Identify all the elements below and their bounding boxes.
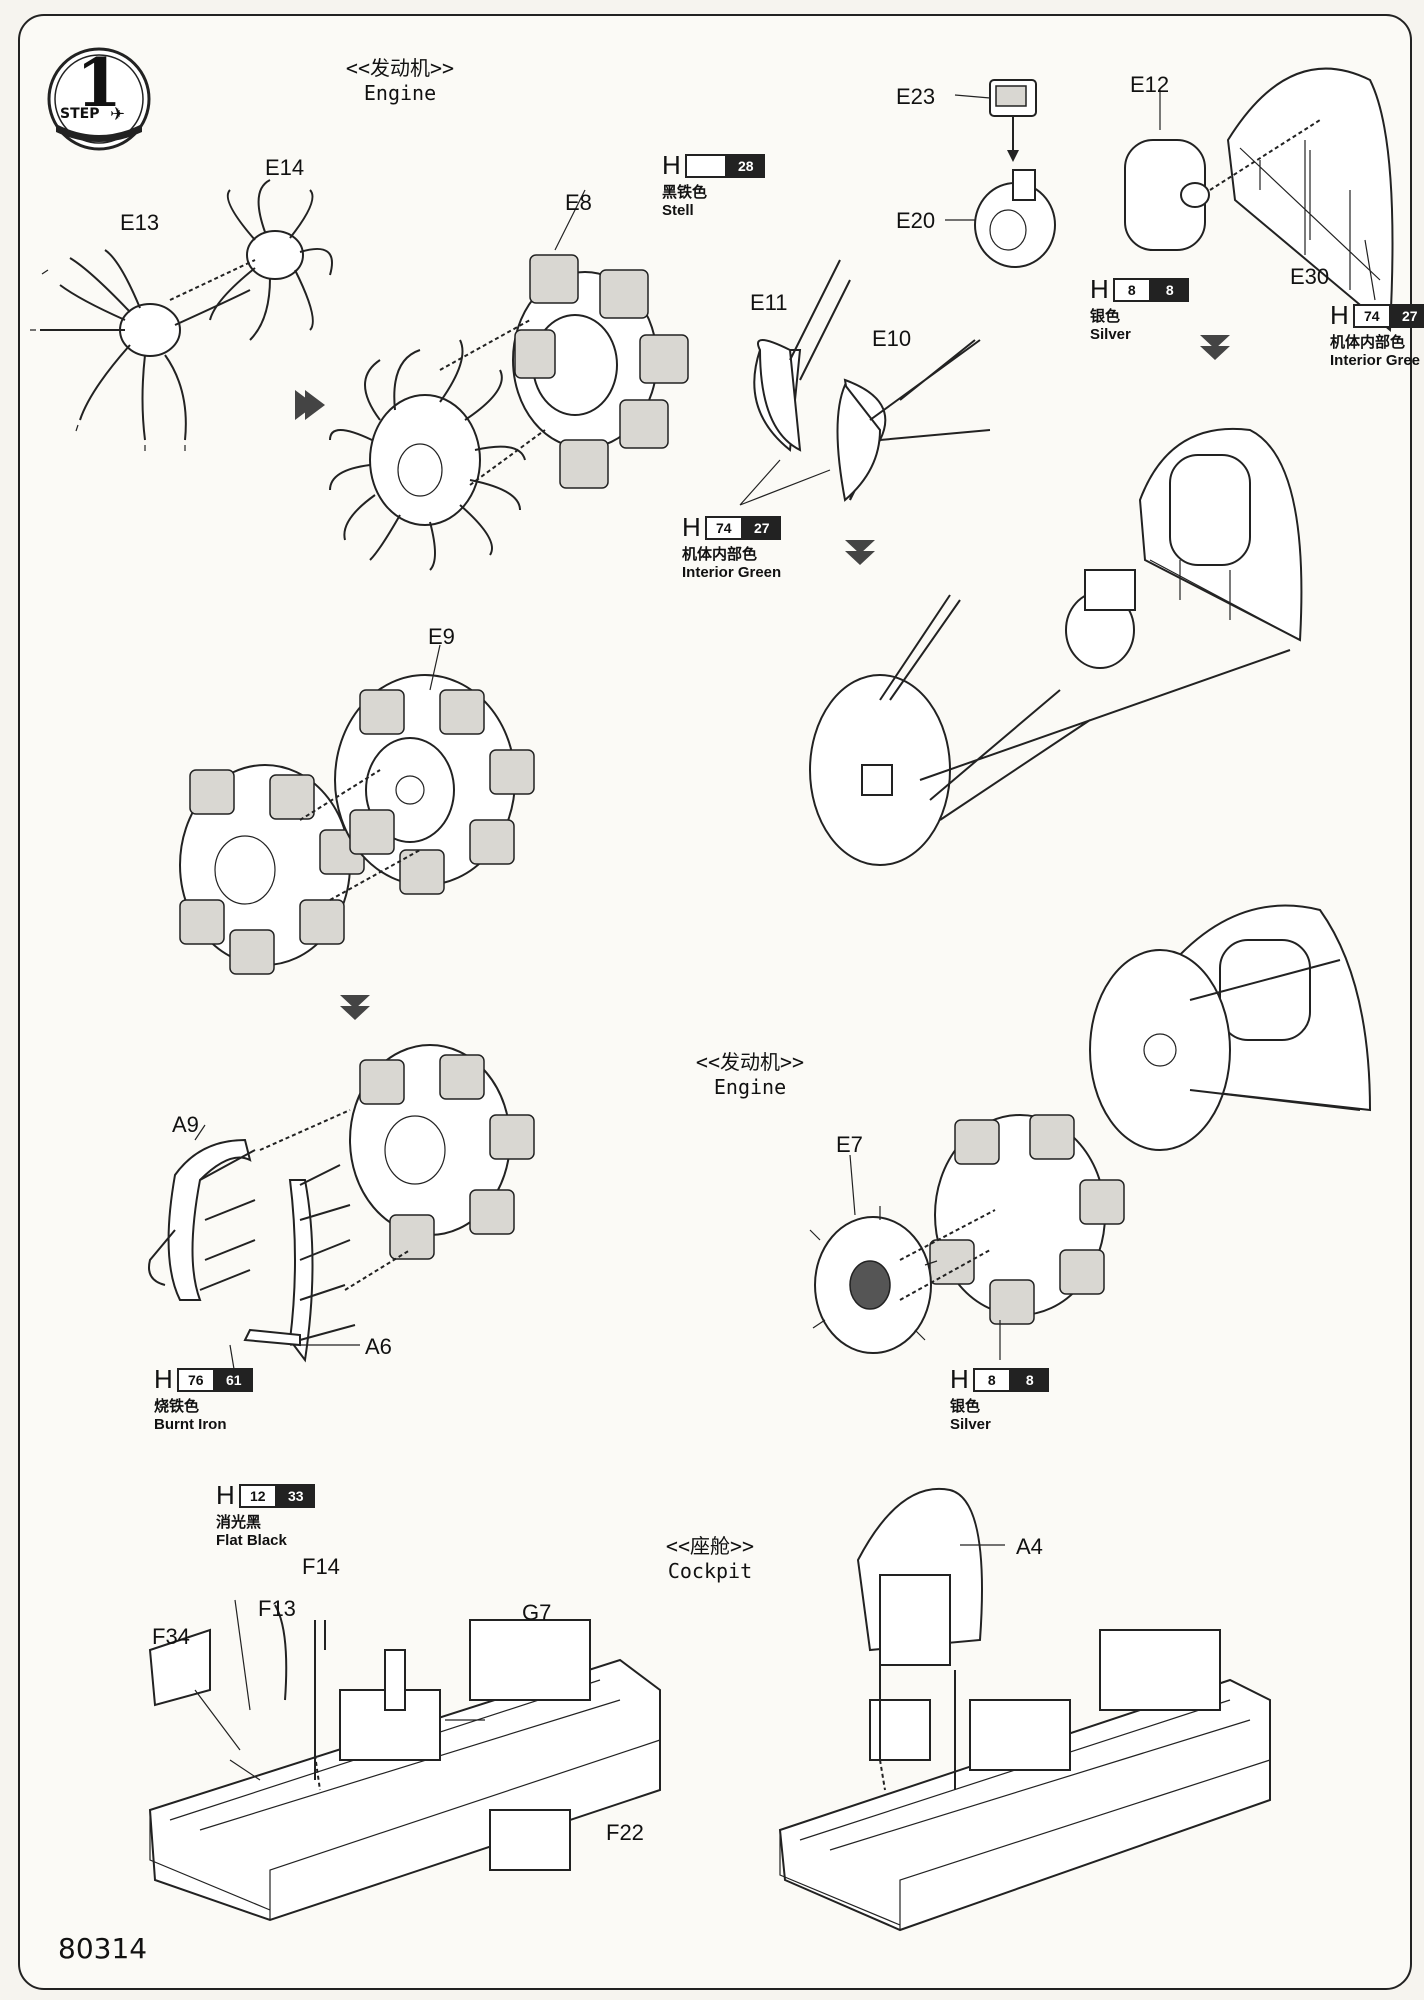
paint-name-en: Stell	[662, 202, 694, 219]
part-label-a6: A6	[365, 1334, 392, 1359]
paint-code-white: 8	[972, 1367, 1011, 1392]
section-title-en: Engine	[713, 1075, 787, 1099]
paint-code-white: 12	[238, 1483, 277, 1508]
firewall-e30-drawing	[1124, 67, 1394, 333]
part-label-e30: E30	[1290, 264, 1330, 289]
engine-e9-drawing	[179, 644, 535, 975]
paint-callout-silver-top: H 8 8 银色 Silver	[1090, 274, 1189, 343]
mount-firewall-assembly-drawing	[809, 427, 1303, 866]
part-label-e13: E13	[120, 210, 160, 235]
part-label-e9: E9	[428, 624, 455, 649]
arrow-right-icon	[295, 390, 325, 420]
step-label: STEP	[60, 106, 100, 122]
paint-h: H	[662, 150, 681, 180]
step-badge-icon	[47, 47, 151, 151]
paint-h: H	[154, 1364, 173, 1394]
part-label-e12: E12	[1130, 72, 1170, 97]
paint-code-black: 27	[1390, 303, 1424, 328]
arrow-down-icon	[845, 540, 875, 565]
engine-assembly-drawing	[329, 189, 689, 571]
paint-code-black: 8	[1010, 1367, 1049, 1392]
part-label-f13: F13	[258, 1596, 296, 1621]
part-label-e10: E10	[872, 326, 912, 351]
paint-code-black: 33	[276, 1483, 315, 1508]
paint-code-white: 76	[176, 1367, 215, 1392]
engine-firewall-e7-drawing	[809, 904, 1372, 1360]
paint-callout-burnt-iron: H 76 61 烧铁色 Burnt Iron	[154, 1364, 253, 1433]
section-title-en: Engine	[363, 81, 437, 105]
paint-name-en: Interior Green	[682, 564, 782, 581]
paint-h: H	[216, 1480, 235, 1510]
part-label-e11: E11	[750, 290, 788, 315]
section-title-cn: <<发动机>>	[695, 1050, 805, 1074]
paint-name-cn: 机体内部色	[1330, 333, 1406, 351]
paint-callout-silver-mid: H 8 8 银色 Silver	[950, 1364, 1049, 1433]
paint-code-white: 74	[1352, 303, 1391, 328]
part-label-f34: F34	[152, 1624, 190, 1649]
paint-code-black: 8	[1150, 277, 1189, 302]
plane-icon: ✈	[110, 104, 126, 124]
e20-e23-drawing	[945, 79, 1056, 268]
paint-name-cn: 银色	[950, 1397, 981, 1415]
paint-h: H	[950, 1364, 969, 1394]
paint-h: H	[1330, 300, 1349, 330]
paint-callout-stell: H 28 黑铁色 Stell	[662, 150, 765, 219]
kit-number: 80314	[58, 1932, 148, 1965]
cockpit-floor-right-drawing	[778, 1487, 1271, 1932]
section-title-cn: <<座舱>>	[665, 1534, 755, 1558]
paint-name-en: Flat Black	[216, 1532, 287, 1549]
section-title-engine-mid: <<发动机>> Engine	[670, 1046, 830, 1099]
paint-name-cn: 黑铁色	[662, 183, 708, 201]
paint-callout-flat-black: H 12 33 消光黑 Flat Black	[216, 1480, 315, 1549]
paint-name-cn: 消光黑	[216, 1513, 262, 1531]
engine-mount-e10-e11-drawing	[739, 259, 991, 506]
paint-name-cn: 机体内部色	[682, 545, 758, 563]
paint-code-black: 61	[214, 1367, 253, 1392]
arrow-down-icon	[1200, 335, 1230, 360]
section-title-en: Cockpit	[667, 1559, 753, 1583]
exhaust-spider-drawing	[30, 179, 333, 451]
paint-name-cn: 银色	[1090, 307, 1121, 325]
part-label-g7: G7	[522, 1600, 552, 1625]
part-label-f14: F14	[302, 1554, 340, 1579]
part-label-a9: A9	[172, 1112, 199, 1137]
part-label-e14: E14	[265, 155, 305, 180]
paint-name-cn: 烧铁色	[154, 1397, 200, 1415]
paint-name-en: Burnt Iron	[154, 1416, 227, 1433]
paint-code-white	[684, 153, 727, 178]
paint-name-en: Silver	[950, 1416, 991, 1433]
section-title-cn: <<发动机>>	[345, 56, 455, 80]
paint-name-en: Interior Gree	[1330, 352, 1421, 369]
part-label-a4: A4	[1016, 1534, 1043, 1559]
paint-code-white: 8	[1112, 277, 1151, 302]
cockpit-floor-left-drawing	[148, 1599, 661, 1922]
part-label-f22: F22	[606, 1820, 644, 1845]
paint-h: H	[682, 512, 701, 542]
part-label-e7: E7	[836, 1132, 863, 1157]
paint-code-black: 27	[742, 515, 781, 540]
step-badge: 1 STEP ✈	[46, 44, 152, 152]
part-label-e8: E8	[565, 190, 592, 215]
section-title-cockpit: <<座舱>> Cockpit	[640, 1530, 780, 1583]
paint-h: H	[1090, 274, 1109, 304]
arrow-down-icon	[340, 995, 370, 1020]
part-label-e20: E20	[896, 208, 936, 233]
section-title-engine-top: <<发动机>> Engine	[320, 52, 480, 105]
paint-code-black: 28	[726, 153, 765, 178]
paint-callout-interior-right: H 74 27 机体内部色 Interior Gree	[1330, 300, 1424, 369]
paint-callout-interior-mid: H 74 27 机体内部色 Interior Green	[682, 512, 781, 581]
paint-name-en: Silver	[1090, 326, 1131, 343]
exhaust-a6-a9-drawing	[148, 1044, 535, 1376]
part-label-e23: E23	[896, 84, 936, 109]
paint-code-white: 74	[704, 515, 743, 540]
step-number: 1	[76, 44, 122, 122]
